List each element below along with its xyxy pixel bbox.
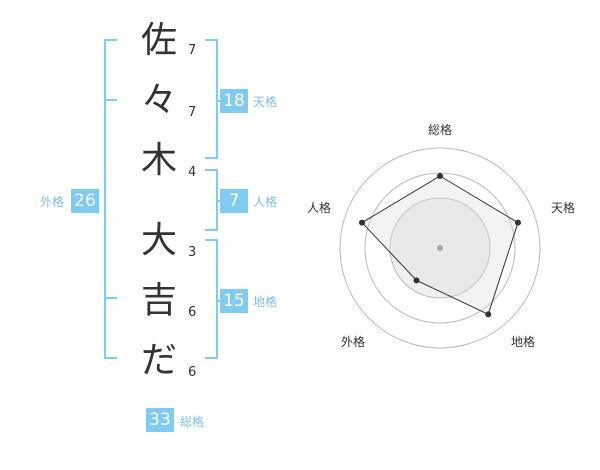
stroke-count-2: 7 [188,105,197,120]
radar-axis-label-soukaku: 総格 [428,123,453,137]
name-char-4: 大 [140,220,177,261]
tenkaku-value-box: 18 [220,89,248,113]
radar-center-dot [437,245,443,251]
name-char-5: 吉 [140,280,177,321]
radar-point-2 [514,219,521,226]
gaikaku-label: 外格 [40,195,65,209]
stroke-count-3: 4 [188,165,197,180]
gaikaku-bracket [104,39,117,359]
chikaku-label: 地格 [253,295,278,309]
stroke-count-1: 7 [188,43,197,58]
soukaku-label: 総格 [180,415,205,429]
name-char-6: だ [140,340,177,381]
radar-point-4 [413,277,420,284]
radar-point-5 [359,219,366,226]
jinkaku-value-box: 7 [220,189,248,213]
stroke-count-4: 3 [188,245,197,260]
name-char-2: 々 [140,80,177,121]
tenkaku-bracket [205,39,218,159]
radar-ring-4 [339,147,541,349]
chikaku-bracket [205,239,218,359]
radar-axis-label-tenkaku: 天格 [551,201,576,215]
radar-point-3 [485,311,492,318]
radar-axis-label-jinkaku: 人格 [307,201,332,215]
radar-point-1 [437,173,443,179]
gaikaku-value-box: 26 [71,189,99,213]
soukaku-value-box: 33 [146,408,174,432]
stroke-count-5: 6 [188,305,197,320]
jinkaku-label: 人格 [253,195,278,209]
stroke-count-6: 6 [188,365,197,380]
tenkaku-label: 天格 [253,95,278,109]
radar-axis-label-chikaku: 地格 [511,335,536,349]
chikaku-value-box: 15 [220,289,248,313]
radar-axis-label-gaikaku: 外格 [341,335,366,349]
name-char-3: 木 [140,140,177,181]
name-char-1: 佐 [140,20,177,61]
